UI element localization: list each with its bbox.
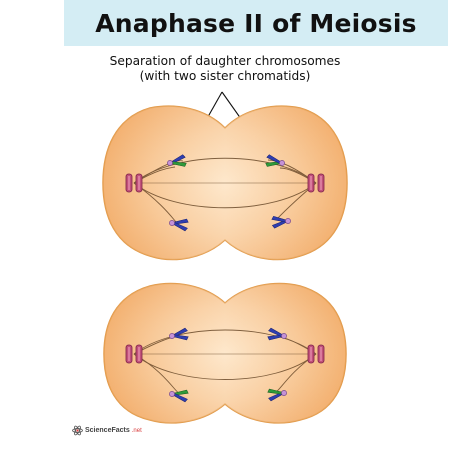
- atom-logo-icon: [72, 425, 83, 436]
- diagram-title: Anaphase II of Meiosis: [95, 8, 417, 38]
- brand-tld: .net: [131, 427, 142, 434]
- top-dividing-cell: [102, 105, 348, 261]
- bottom-dividing-cell: [103, 282, 347, 424]
- caption-line-2: (with two sister chromatids): [139, 69, 311, 83]
- brand-name: ScienceFacts: [85, 427, 130, 434]
- caption-line-1: Separation of daughter chromosomes: [109, 54, 341, 68]
- brand-logo: ScienceFacts.net: [72, 425, 142, 436]
- chromosome-caption: Separation of daughter chromosomes (with…: [90, 54, 360, 84]
- title-banner: Anaphase II of Meiosis: [64, 0, 448, 46]
